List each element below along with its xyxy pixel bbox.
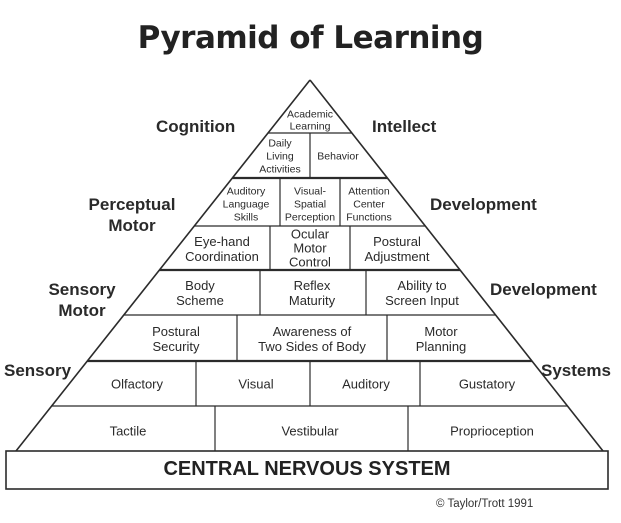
label-cognition: Cognition (156, 117, 236, 136)
label-sensory-line1: Sensory (48, 280, 116, 299)
cell-gustatory: Gustatory (459, 377, 516, 392)
cell-proprioception: Proprioception (450, 424, 534, 439)
label-sensory-motor: Sensory Motor (34, 279, 130, 321)
label-development-1: Development (430, 195, 537, 214)
label-perceptual-line2: Motor (108, 216, 156, 235)
pyramid-left-edge (15, 79, 311, 452)
label-development-2: Development (490, 280, 597, 299)
base-label: CENTRAL NERVOUS SYSTEM (163, 458, 451, 480)
label-systems: Systems (541, 361, 611, 380)
copyright: © Taylor/Trott 1991 (436, 498, 534, 510)
cell-olfactory: Olfactory (111, 377, 164, 392)
label-perceptual-line1: Perceptual (88, 195, 176, 214)
page-title: Pyramid of Learning (137, 20, 484, 56)
base-rect (5, 450, 609, 490)
label-sensory-line2: Motor (58, 301, 106, 320)
cell-tactile: Tactile (110, 424, 147, 439)
cell-vestibular: Vestibular (281, 424, 339, 439)
label-perceptual-motor: Perceptual Motor (82, 194, 182, 236)
label-intellect: Intellect (372, 117, 437, 136)
cell-visual: Visual (238, 377, 273, 392)
label-sensory: Sensory (4, 361, 72, 380)
cell-behavior: Behavior (317, 151, 359, 163)
pyramid-right-edge (309, 79, 604, 452)
cell-auditory: Auditory (342, 377, 390, 392)
